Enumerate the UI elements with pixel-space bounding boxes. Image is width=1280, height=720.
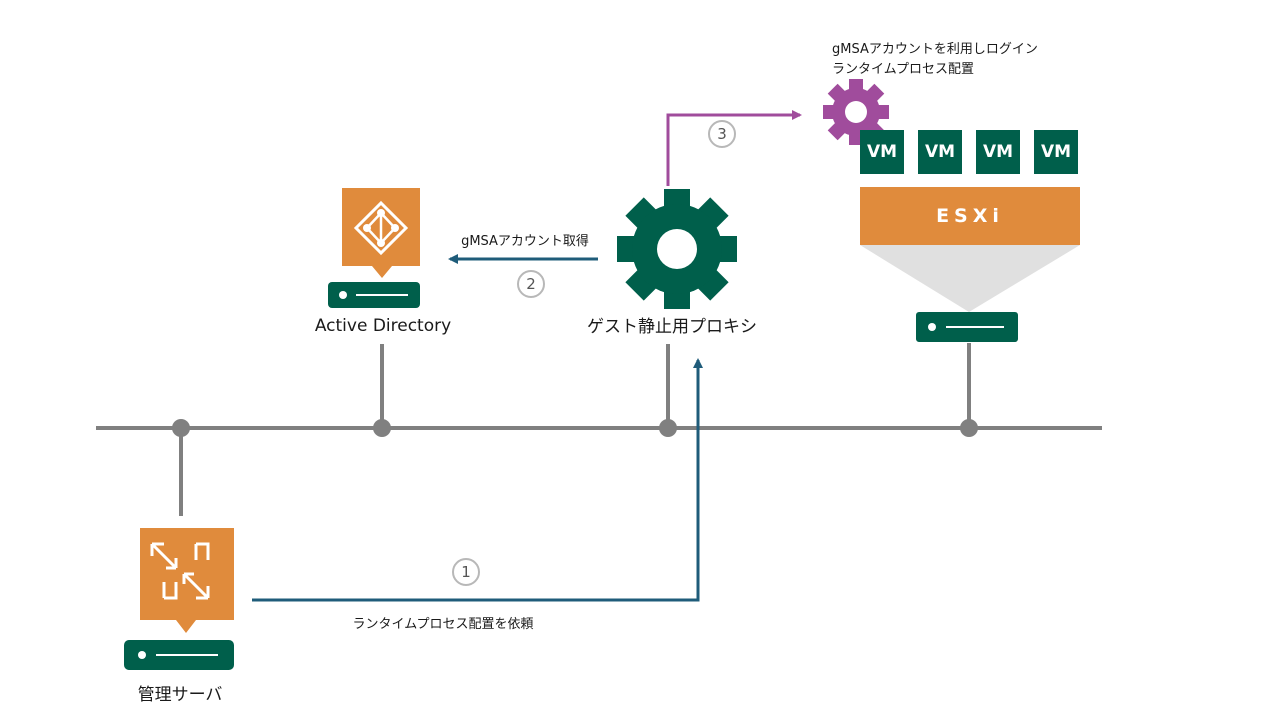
proxy-gear-icon — [617, 189, 737, 309]
step1-label: ランタイムプロセス配置を依頼 — [352, 617, 534, 632]
vm-box: VM — [918, 130, 962, 174]
vm-box: VM — [1034, 130, 1078, 174]
veeam-console-icon — [140, 528, 234, 633]
management-server-label: 管理サーバ — [137, 685, 223, 705]
step3-number: 3 — [708, 120, 736, 148]
step1-arrow — [252, 358, 703, 602]
ad-label: Active Directory — [314, 316, 452, 336]
network-node-esxi — [960, 419, 978, 437]
network-node-management — [172, 419, 190, 437]
step3-label-line1: gMSAアカウントを利用しログイン — [832, 42, 1038, 57]
esxi-label: ESXi — [860, 187, 1080, 245]
network-node-proxy — [659, 419, 677, 437]
step3-arrow — [666, 110, 802, 186]
management-server-icon — [124, 640, 234, 670]
step1-number: 1 — [452, 558, 480, 586]
ad-server-icon — [328, 282, 420, 308]
esxi-funnel — [860, 245, 1080, 312]
step3-label-line2: ランタイムプロセス配置 — [832, 62, 974, 77]
step2-number: 2 — [517, 270, 545, 298]
proxy-label: ゲスト静止用プロキシ — [587, 317, 757, 337]
vm-box: VM — [860, 130, 904, 174]
ad-diamond-icon — [342, 188, 420, 278]
esxi-server-icon — [916, 312, 1018, 342]
vm-box: VM — [976, 130, 1020, 174]
step2-label: gMSAアカウント取得 — [461, 234, 589, 249]
network-node-ad — [373, 419, 391, 437]
